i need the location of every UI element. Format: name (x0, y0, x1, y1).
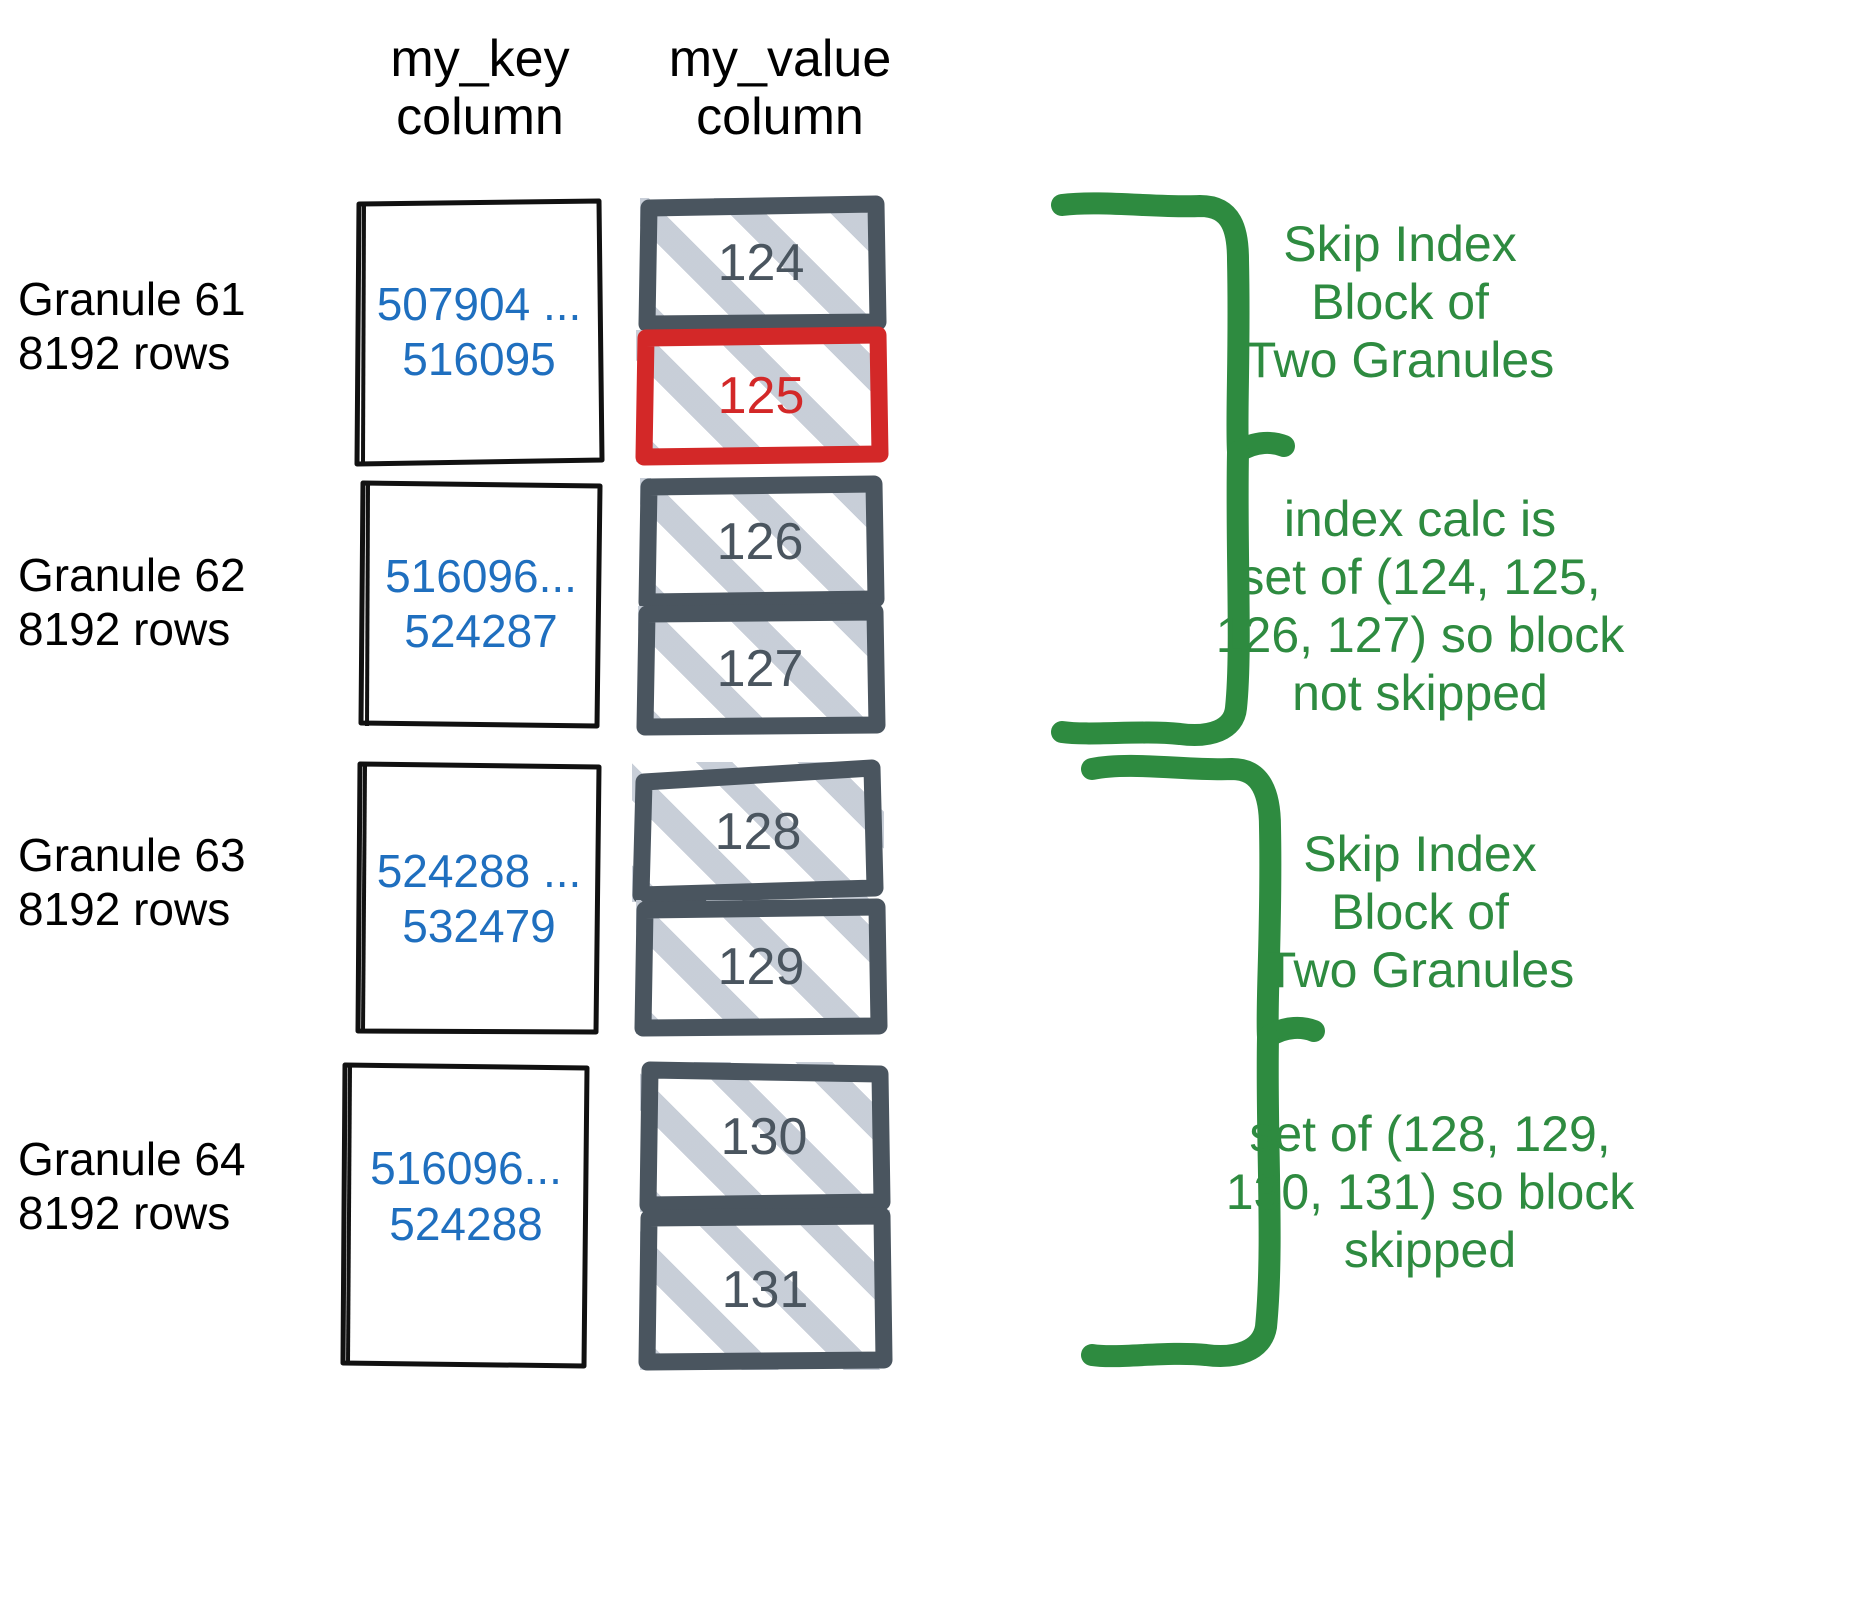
skip-index-bracket-top (1051, 192, 1295, 746)
value-number-128: 128 (714, 803, 802, 861)
value-number-131: 131 (721, 1261, 809, 1319)
value-cell-131: 131 (638, 1207, 893, 1371)
column-header-my-value: my_value column (668, 30, 892, 147)
key-box-granule-64: 516096... 524288 (340, 1060, 592, 1370)
skip-index-bracket-bottom (1081, 754, 1325, 1368)
value-number-124: 124 (717, 234, 805, 292)
value-cell-129: 129 (634, 898, 888, 1037)
key-range-granule-61: 507904 ... 516095 (376, 277, 582, 385)
value-number-126: 126 (716, 513, 804, 571)
value-number-125: 125 (717, 367, 805, 425)
key-box-granule-63: 524288 ... 532479 (355, 760, 603, 1038)
hatch-pattern (640, 1210, 890, 1370)
hatch-pattern (636, 900, 886, 1034)
value-number-127: 127 (716, 640, 804, 698)
annotation-index-calc-not-skipped: index calc is set of (124, 125, 126, 127… (1215, 491, 1625, 721)
key-range-granule-64: 516096... 524288 (370, 1142, 562, 1250)
value-cell-124: 124 (638, 195, 887, 333)
granule-label-61: Granule 61 8192 rows (18, 273, 246, 380)
key-range-granule-62: 516096... 524287 (385, 549, 577, 657)
value-cell-130: 130 (639, 1061, 891, 1214)
hatch-pattern (638, 606, 882, 732)
value-cell-127: 127 (636, 603, 886, 736)
granule-label-62: Granule 62 8192 rows (18, 549, 246, 656)
value-number-130: 130 (720, 1108, 808, 1166)
value-number-129: 129 (717, 938, 805, 996)
granule-label-63: Granule 63 8192 rows (18, 829, 246, 936)
hatch-pattern (640, 478, 880, 606)
hatch-pattern (640, 198, 882, 328)
value-cell-128: 128 (632, 759, 884, 904)
annotation-skip-index-block-top: Skip Index Block of Two Granules (1245, 216, 1555, 388)
key-range-granule-63: 524288 ... 532479 (376, 844, 582, 952)
annotation-skip-index-block-bottom: Skip Index Block of Two Granules (1265, 826, 1575, 998)
value-cell-126: 126 (638, 475, 885, 611)
key-box-granule-62: 516096... 524287 (358, 478, 604, 730)
hatch-pattern (640, 1062, 888, 1212)
key-box-granule-61: 507904 ... 516095 (354, 198, 605, 467)
granule-label-64: Granule 64 8192 rows (18, 1133, 246, 1240)
column-header-my-key: my_key column (390, 30, 570, 147)
hatch-pattern (636, 330, 886, 462)
annotation-index-calc-skipped: set of (128, 129, 130, 131) so block ski… (1225, 1106, 1635, 1278)
value-cell-125: 125 (635, 326, 889, 466)
